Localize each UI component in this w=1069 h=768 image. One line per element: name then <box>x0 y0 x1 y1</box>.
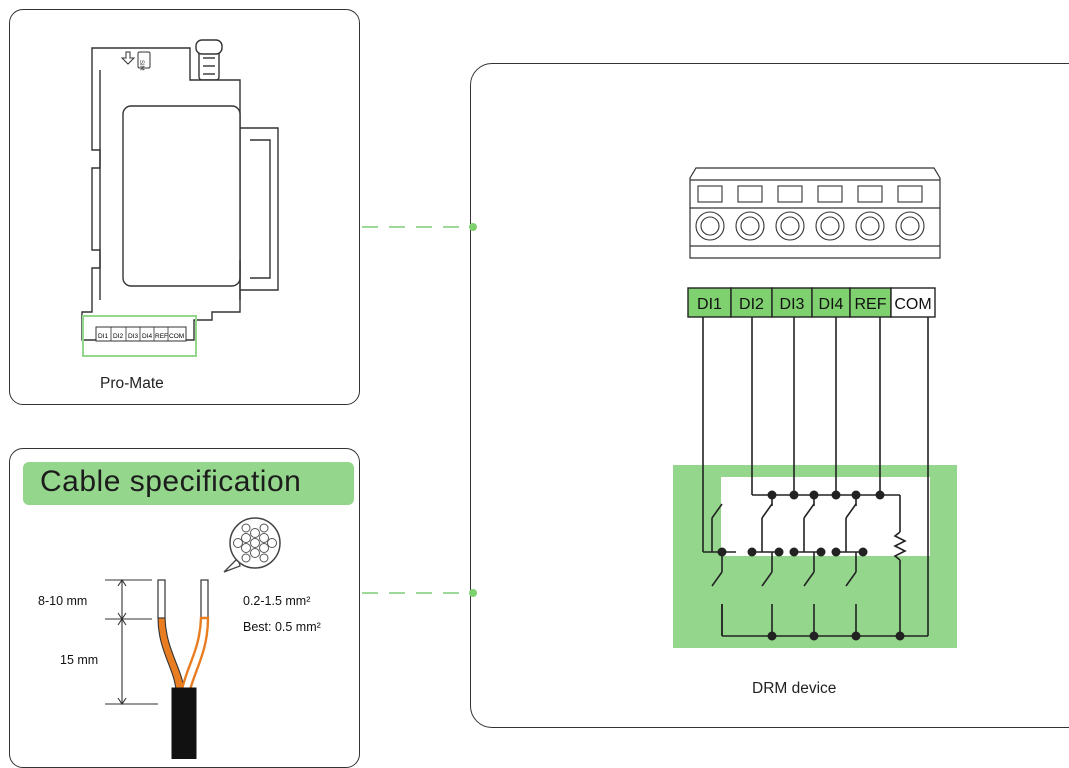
drm-terminal-slot <box>737 185 763 203</box>
wire-bundle-icon <box>223 517 281 573</box>
drm-switch-inner <box>721 477 930 556</box>
drm-label-cell <box>687 287 732 318</box>
sheath-length-label: 15 mm <box>60 653 99 667</box>
connector-dot-bottom <box>469 589 477 597</box>
pm-label-ref: REF <box>155 333 168 340</box>
drm-junction-dot <box>809 490 819 500</box>
cross-section-label: 0.2-1.5 mm² <box>243 594 311 608</box>
drm-switch-upper <box>845 503 857 519</box>
dashed-connectors <box>362 226 470 594</box>
pro-mate-caption: Pro-Mate <box>100 375 164 392</box>
drm-terminal-slot <box>857 185 883 203</box>
drm-junction-dot <box>767 631 777 641</box>
drm-resistor <box>893 531 907 561</box>
drm-terminal-slot <box>697 185 723 203</box>
sim-label: SIM <box>138 60 144 71</box>
drm-terminal-slot <box>897 185 923 203</box>
drm-terminal-slot <box>817 185 843 203</box>
pro-mate-terminal-strip: DI1 DI2 DI3 DI4 REF COM <box>95 326 187 342</box>
drm-switch-lower <box>761 571 773 587</box>
drm-junction-dot <box>851 631 861 641</box>
strip-length-label: 8-10 mm <box>38 594 88 608</box>
pm-label-di1: DI1 <box>98 333 109 340</box>
drm-switch-upper <box>803 503 815 519</box>
drm-label-cell <box>811 287 851 318</box>
screw-head-inner <box>860 216 880 236</box>
cable-spec-banner: Cable specification <box>23 462 354 505</box>
cable-spec-title: Cable specification <box>40 465 302 498</box>
pm-label-com: COM <box>169 333 184 340</box>
screw-head-inner <box>700 216 720 236</box>
connector-dot-top <box>469 223 477 231</box>
drm-junction-dot <box>717 547 727 557</box>
drm-label-com: COM <box>894 296 931 313</box>
drm-switch-upper <box>761 503 773 519</box>
drm-caption: DRM device <box>752 680 837 697</box>
drm-label-cell <box>890 287 936 318</box>
drm-label-di1: DI1 <box>697 296 722 313</box>
drm-label-di4: DI4 <box>819 296 844 313</box>
drm-label-di3: DI3 <box>780 296 805 313</box>
drm-junction-dot <box>789 490 799 500</box>
drm-junction-dot <box>831 490 841 500</box>
best-size-label: Best: 0.5 mm² <box>243 620 321 634</box>
drm-terminal-block <box>689 167 941 259</box>
drm-junction-dot <box>831 547 841 557</box>
pm-label-di2: DI2 <box>113 333 124 340</box>
drm-junction-dot <box>875 490 885 500</box>
drm-wiring <box>702 317 929 641</box>
drm-junction-dot <box>789 547 799 557</box>
screw-head-inner <box>740 216 760 236</box>
terminal-highlight <box>82 315 197 357</box>
drm-junction-dot <box>851 490 861 500</box>
drm-switch-lower <box>803 571 815 587</box>
screw-head-inner <box>900 216 920 236</box>
drm-label-cell <box>849 287 892 318</box>
pm-label-di3: DI3 <box>128 333 139 340</box>
drm-switch-lower <box>711 571 723 587</box>
screw-head-inner <box>820 216 840 236</box>
pm-label-di4: DI4 <box>142 333 153 340</box>
drm-junction-dot <box>895 631 905 641</box>
drm-junction-dot <box>767 490 777 500</box>
drm-label-ref: REF <box>855 296 887 313</box>
drm-terminal-labels: DI1 DI2 DI3 DI4 REF COM <box>687 287 936 318</box>
drm-screws <box>695 185 925 241</box>
cable-drawing <box>105 579 210 759</box>
screw-head-inner <box>780 216 800 236</box>
drm-junction-dot <box>747 547 757 557</box>
drm-terminal-slot <box>777 185 803 203</box>
pro-mate-device <box>81 39 279 341</box>
drm-label-cell <box>771 287 813 318</box>
drm-junction-dot <box>774 547 784 557</box>
drm-switch-upper <box>711 503 723 519</box>
drm-switch-lower <box>845 571 857 587</box>
drm-junction-dot <box>809 631 819 641</box>
drm-label-di2: DI2 <box>739 296 764 313</box>
drm-junction-dot <box>858 547 868 557</box>
drm-junction-dot <box>816 547 826 557</box>
